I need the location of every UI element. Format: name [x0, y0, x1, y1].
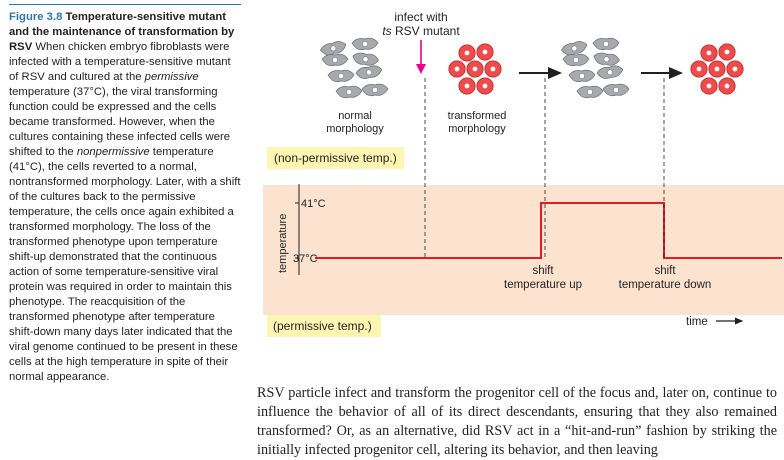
- infect-label-line2: ts RSV mutant: [382, 24, 460, 38]
- transformed-cells-2: [690, 43, 744, 95]
- infect-label-line1: infect with: [394, 10, 447, 24]
- caption-text: Figure 3.8 Temperature-sensitive mutant …: [9, 10, 241, 385]
- figure-number: Figure 3.8: [9, 11, 63, 23]
- ts-italic: ts: [382, 24, 391, 38]
- transformed-cells-1: [448, 43, 502, 95]
- y-axis-label: temperature: [277, 214, 289, 273]
- shift-up-label-line1: shift: [532, 265, 554, 277]
- normal-cells-2: [560, 37, 630, 99]
- caption-top-rule: [9, 4, 241, 5]
- transformed-label-line2: morphology: [448, 123, 506, 135]
- temperature-trace: [315, 202, 782, 259]
- permissive-label-box: [267, 315, 381, 337]
- caption-body-3: temperature (41°C), the cells reverted t…: [9, 146, 241, 383]
- transformed-label-line1: transformed: [448, 110, 507, 122]
- body-paragraph: RSV particle infect and transform the pr…: [257, 385, 777, 458]
- normal-label-line2: morphology: [326, 123, 384, 135]
- caption-body-1: When chicken embryo fibroblasts were inf…: [9, 41, 231, 83]
- shift-up-label-line2: temperature up: [504, 279, 582, 291]
- tick-label-41: 41°C: [301, 198, 326, 210]
- caption-emphasis-permissive: permissive: [144, 71, 199, 83]
- permissive-label: (permissive temp.): [273, 319, 372, 333]
- time-label: time: [686, 316, 708, 328]
- temperature-band: [263, 185, 784, 315]
- tick-label-37: 37°C: [293, 253, 318, 265]
- figure-panel: (non-permissive temp.) (permissive temp.…: [255, 0, 784, 380]
- figure-caption: Figure 3.8 Temperature-sensitive mutant …: [9, 0, 241, 458]
- caption-emphasis-nonpermissive: nonpermissive: [76, 146, 150, 158]
- normal-label-line1: normal: [338, 110, 372, 122]
- caption-body-2: temperature (37°C), the viral transformi…: [9, 86, 231, 158]
- shift-down-label-line1: shift: [654, 265, 676, 277]
- figure-title: Temperature-sensitive mutant and the mai…: [9, 11, 235, 53]
- figure-diagram: (non-permissive temp.) (permissive temp.…: [263, 10, 784, 337]
- nonpermissive-label: (non-permissive temp.): [274, 151, 397, 165]
- normal-cells-1: [319, 37, 389, 99]
- nonpermissive-label-box: [267, 147, 404, 169]
- infect-arrow-head: [416, 64, 426, 74]
- shift-down-label-line2: temperature down: [619, 279, 712, 291]
- rsv-mutant-text: RSV mutant: [392, 24, 461, 38]
